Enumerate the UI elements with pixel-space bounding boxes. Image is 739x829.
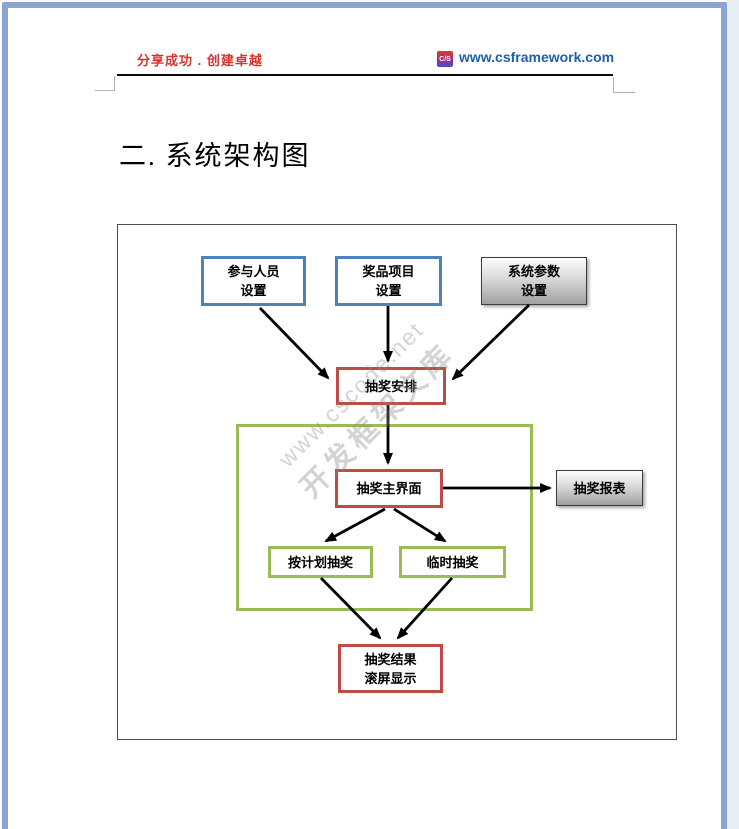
node-label: 奖品项目 — [362, 264, 415, 279]
node-label: 抽奖安排 — [364, 378, 417, 394]
section-title: 二. 系统架构图 — [119, 141, 311, 171]
node-label: 抽奖结果 — [364, 651, 417, 667]
node-label: 临时抽奖 — [426, 554, 479, 570]
node-system-params-setting: 系统参数 设置 — [481, 257, 587, 305]
architecture-diagram: 参与人员 设置 奖品项目 设置 系统参数 设置 抽奖安排 抽奖主界面 抽奖报表 … — [117, 224, 677, 740]
node-prizes-setting: 奖品项目 设置 — [335, 256, 442, 306]
header-slogan: 分享成功 . 创建卓越 — [137, 53, 263, 68]
node-label: 系统参数 — [507, 264, 560, 279]
node-label: 设置 — [520, 283, 547, 298]
lottery-group-container — [236, 424, 533, 611]
node-label: 滚屏显示 — [364, 670, 417, 686]
node-label: 参与人员 — [227, 264, 280, 279]
node-adhoc-draw: 临时抽奖 — [399, 546, 506, 578]
margin-mark-right — [613, 77, 635, 93]
node-lottery-main-ui: 抽奖主界面 — [335, 469, 443, 508]
node-label: 按计划抽奖 — [287, 554, 353, 570]
node-lottery-report: 抽奖报表 — [556, 470, 643, 506]
node-label: 设置 — [375, 283, 402, 298]
node-planned-draw: 按计划抽奖 — [268, 546, 373, 578]
node-participants-setting: 参与人员 设置 — [201, 256, 306, 306]
header-website-link[interactable]: www.csframework.com — [459, 49, 615, 65]
margin-mark-left — [95, 76, 115, 91]
node-label: 设置 — [240, 283, 267, 298]
node-lottery-arrangement: 抽奖安排 — [336, 367, 446, 405]
app-background-strip — [727, 0, 739, 829]
node-result-scroll-display: 抽奖结果 滚屏显示 — [338, 644, 443, 693]
node-label: 抽奖报表 — [573, 480, 626, 496]
flow-arrows — [258, 303, 552, 640]
header-rule — [117, 74, 613, 76]
csframework-logo-icon: C/S — [437, 51, 453, 67]
node-label: 抽奖主界面 — [356, 481, 422, 496]
